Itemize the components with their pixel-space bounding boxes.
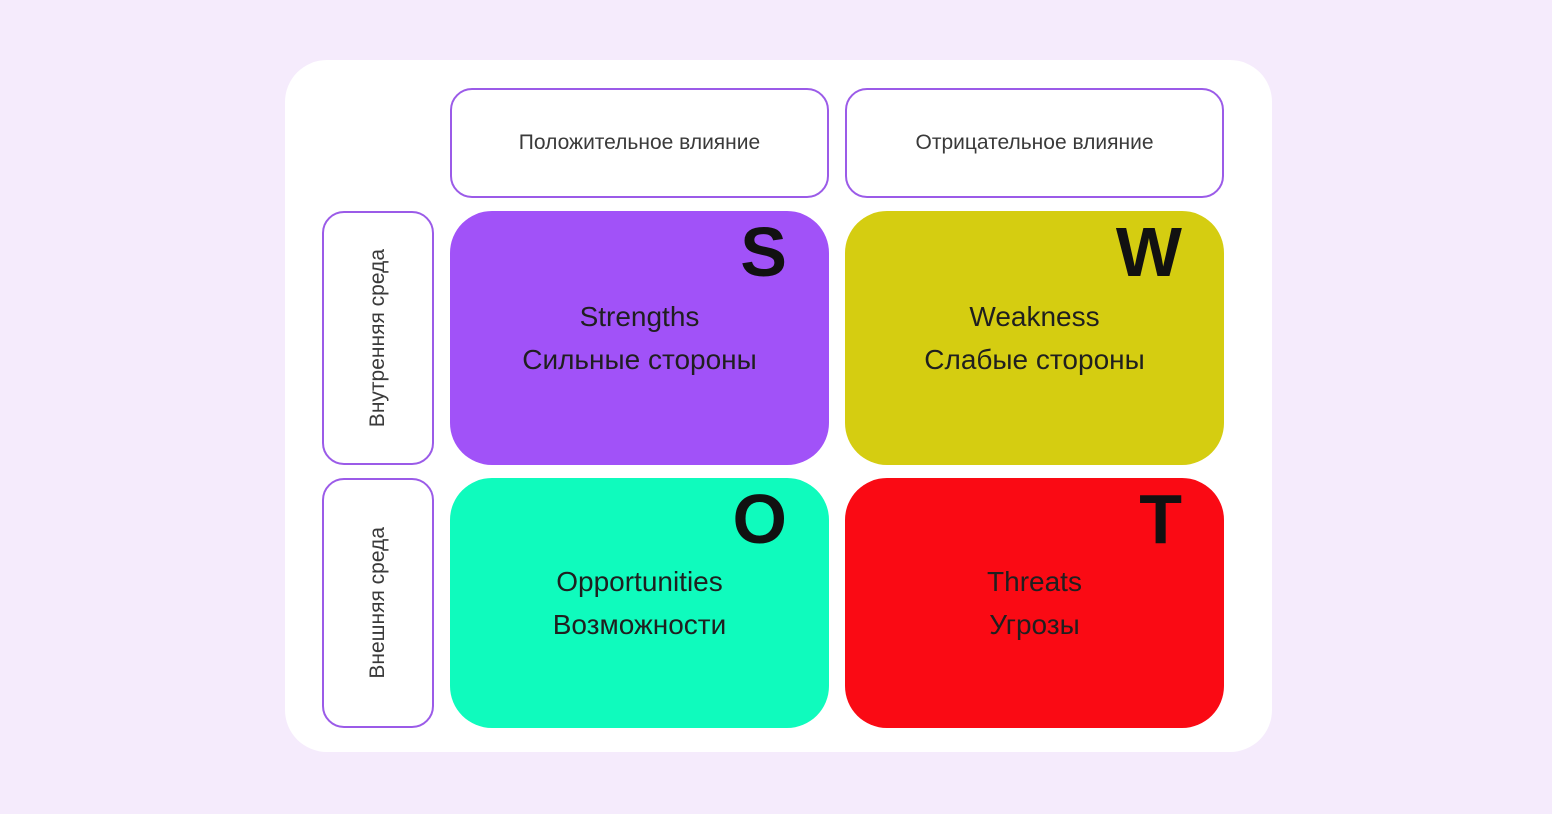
quadrant-strengths-title-ru: Сильные стороны xyxy=(522,344,757,375)
quadrant-strengths-letter: S xyxy=(740,213,787,291)
matrix-corner-spacer xyxy=(322,88,434,198)
column-header-negative-influence: Отрицательное влияние xyxy=(845,88,1224,198)
quadrant-opportunities-letter: O xyxy=(732,480,787,558)
quadrant-weakness-letter: W xyxy=(1115,213,1182,291)
column-header-positive-influence: Положительное влияние xyxy=(450,88,829,198)
quadrant-threats-letter: T xyxy=(1139,480,1182,558)
quadrant-threats: T Threats Угрозы xyxy=(845,478,1224,728)
quadrant-weakness-title-ru: Слабые стороны xyxy=(924,344,1145,375)
row-header-external-label: Внешняя среда xyxy=(366,527,389,679)
column-header-negative-label: Отрицательное влияние xyxy=(915,131,1154,154)
row-header-external-environment: Внешняя среда xyxy=(322,478,434,728)
row-header-internal-label: Внутренняя среда xyxy=(366,248,389,428)
quadrant-threats-title-ru: Угрозы xyxy=(989,609,1080,640)
quadrant-strengths-title-en: Strengths xyxy=(579,300,700,332)
quadrant-opportunities: O Opportunities Возможности xyxy=(450,478,829,728)
row-header-internal-environment: Внутренняя среда xyxy=(322,211,434,465)
column-header-positive-label: Положительное влияние xyxy=(518,131,761,154)
swot-matrix-card: Положительное влияние Отрицательное влия… xyxy=(285,60,1272,752)
quadrant-opportunities-title-en: Opportunities xyxy=(556,565,723,597)
quadrant-weakness: W Weakness Слабые стороны xyxy=(845,211,1224,465)
quadrant-weakness-title-en: Weakness xyxy=(969,300,1100,332)
quadrant-threats-title-en: Threats xyxy=(987,565,1082,597)
quadrant-strengths: S Strengths Сильные стороны xyxy=(450,211,829,465)
quadrant-opportunities-title-ru: Возможности xyxy=(552,609,727,640)
